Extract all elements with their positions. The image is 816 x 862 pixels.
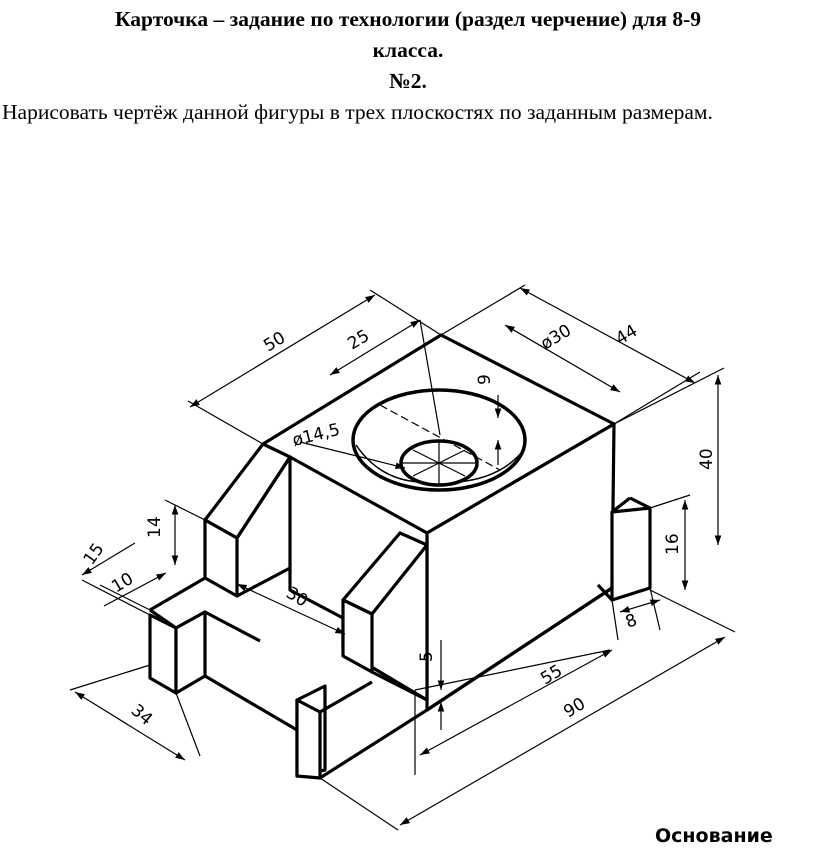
dimension-lines [69,284,736,831]
dim-diam-30: ø30 [537,321,575,355]
dim-34: 34 [127,701,156,730]
dim-55: 55 [537,661,566,689]
drawing-caption: Основание [655,825,773,847]
dim-8: 8 [623,610,640,632]
dim-44: 44 [612,321,641,349]
right-rib-front [341,598,374,674]
dim-5: 5 [417,651,437,662]
task-text: Нарисовать чертёж данной фигуры в трех п… [2,100,713,124]
dim-9: 9 [475,374,495,385]
dim-16: 16 [663,533,683,555]
card-heading: Карточка – задание по технологии (раздел… [0,4,816,97]
dim-10: 10 [108,569,137,597]
dim-40: 40 [697,448,717,470]
dim-50: 50 [260,328,289,356]
left-leg [148,613,178,695]
dim-25: 25 [344,326,373,354]
hole-large [351,388,527,492]
heading-line-1: Карточка – задание по технологии (раздел… [114,7,702,31]
heading-line-2: класса. [372,38,444,62]
dim-14: 14 [145,516,165,538]
back-leg [610,506,652,602]
heading-line-3: №2. [389,69,427,93]
dim-15: 15 [80,540,109,569]
